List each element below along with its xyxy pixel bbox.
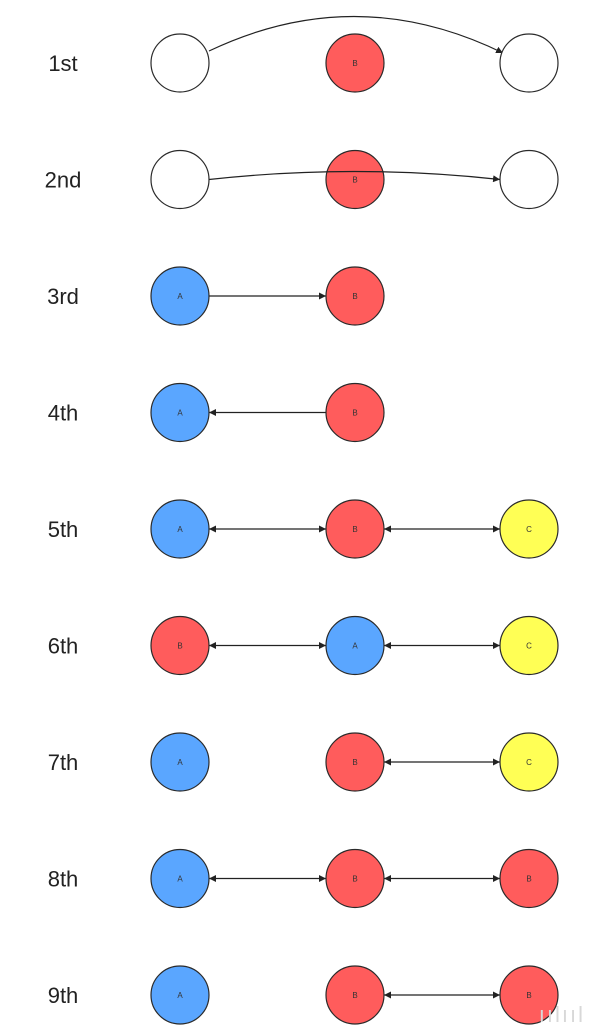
node-label: C xyxy=(526,758,532,767)
diagram-row: 9th A B B xyxy=(48,965,559,1025)
node-circle xyxy=(150,149,210,210)
node-circle xyxy=(499,848,559,909)
node-circle xyxy=(325,615,385,676)
node-circle xyxy=(499,732,559,792)
node-label: B xyxy=(352,991,357,1000)
node-b: B xyxy=(325,732,385,792)
node-b: B xyxy=(325,965,385,1025)
node-label: B xyxy=(352,176,357,185)
node-circle xyxy=(325,266,385,326)
node-circle xyxy=(499,149,559,210)
empty-node xyxy=(150,149,210,210)
edge-arrow xyxy=(208,15,504,54)
row-label: 9th xyxy=(48,983,79,1008)
node-a: A xyxy=(150,266,210,326)
node-circle xyxy=(150,266,210,326)
node-circle xyxy=(325,848,385,909)
node-circle xyxy=(150,732,210,792)
diagram-row: 2nd B xyxy=(45,149,559,210)
empty-node xyxy=(499,33,559,93)
node-b: B xyxy=(325,499,385,559)
node-label: B xyxy=(526,991,531,1000)
row-label: 6th xyxy=(48,634,79,659)
node-circle xyxy=(325,382,385,443)
row-label: 1st xyxy=(48,51,77,76)
node-circle xyxy=(499,965,559,1025)
node-circle xyxy=(150,499,210,559)
node-a: A xyxy=(150,499,210,559)
edge-arrow xyxy=(208,170,501,183)
node-a: A xyxy=(325,615,385,676)
node-label: A xyxy=(177,991,183,1000)
node-b: B xyxy=(325,382,385,443)
node-label: B xyxy=(526,875,531,884)
node-b: B xyxy=(325,33,385,93)
node-label: B xyxy=(352,875,357,884)
node-circle xyxy=(150,33,210,93)
node-label: C xyxy=(526,525,532,534)
node-circle xyxy=(325,732,385,792)
node-circle xyxy=(325,149,385,210)
node-c: C xyxy=(499,499,559,559)
node-label: C xyxy=(526,642,532,651)
diagram-row: 8th A B B xyxy=(48,848,559,909)
diagram-row: 7th A B C xyxy=(48,732,559,792)
node-circle xyxy=(150,848,210,909)
node-label: B xyxy=(352,292,357,301)
node-circle xyxy=(499,615,559,676)
node-circle xyxy=(150,382,210,443)
node-a: A xyxy=(150,965,210,1025)
node-label: A xyxy=(177,525,183,534)
node-circle xyxy=(325,965,385,1025)
node-b: B xyxy=(499,965,559,1025)
node-b: B xyxy=(325,848,385,909)
node-a: A xyxy=(150,382,210,443)
node-label: B xyxy=(177,642,182,651)
node-label: B xyxy=(352,59,357,68)
node-label: A xyxy=(177,758,183,767)
diagram-row: 3rd A B xyxy=(47,266,385,326)
node-label: A xyxy=(177,409,183,418)
node-circle xyxy=(325,499,385,559)
node-a: A xyxy=(150,848,210,909)
node-b: B xyxy=(150,615,210,676)
node-label: B xyxy=(352,409,357,418)
row-label: 5th xyxy=(48,517,79,542)
node-b: B xyxy=(325,149,385,210)
row-label: 2nd xyxy=(45,168,82,193)
diagram-row: 1st B xyxy=(48,15,559,93)
node-circle xyxy=(150,615,210,676)
node-c: C xyxy=(499,615,559,676)
row-label: 4th xyxy=(48,401,79,426)
node-label: A xyxy=(177,292,183,301)
node-c: C xyxy=(499,732,559,792)
empty-node xyxy=(150,33,210,93)
node-b: B xyxy=(499,848,559,909)
row-label: 8th xyxy=(48,867,79,892)
node-label: B xyxy=(352,525,357,534)
node-circle xyxy=(499,499,559,559)
diagram-row: 6th B A C xyxy=(48,615,559,676)
node-label: A xyxy=(177,875,183,884)
node-circle xyxy=(499,33,559,93)
node-a: A xyxy=(150,732,210,792)
node-b: B xyxy=(325,266,385,326)
node-label: B xyxy=(352,758,357,767)
node-label: A xyxy=(352,642,358,651)
diagram-row: 5th A B C xyxy=(48,499,559,559)
node-circle xyxy=(325,33,385,93)
watermark-text: ıılııl xyxy=(539,1002,585,1027)
empty-node xyxy=(499,149,559,210)
row-label: 3rd xyxy=(47,284,79,309)
node-circle xyxy=(150,965,210,1025)
diagram-row: 4th A B xyxy=(48,382,385,443)
row-label: 7th xyxy=(48,750,79,775)
